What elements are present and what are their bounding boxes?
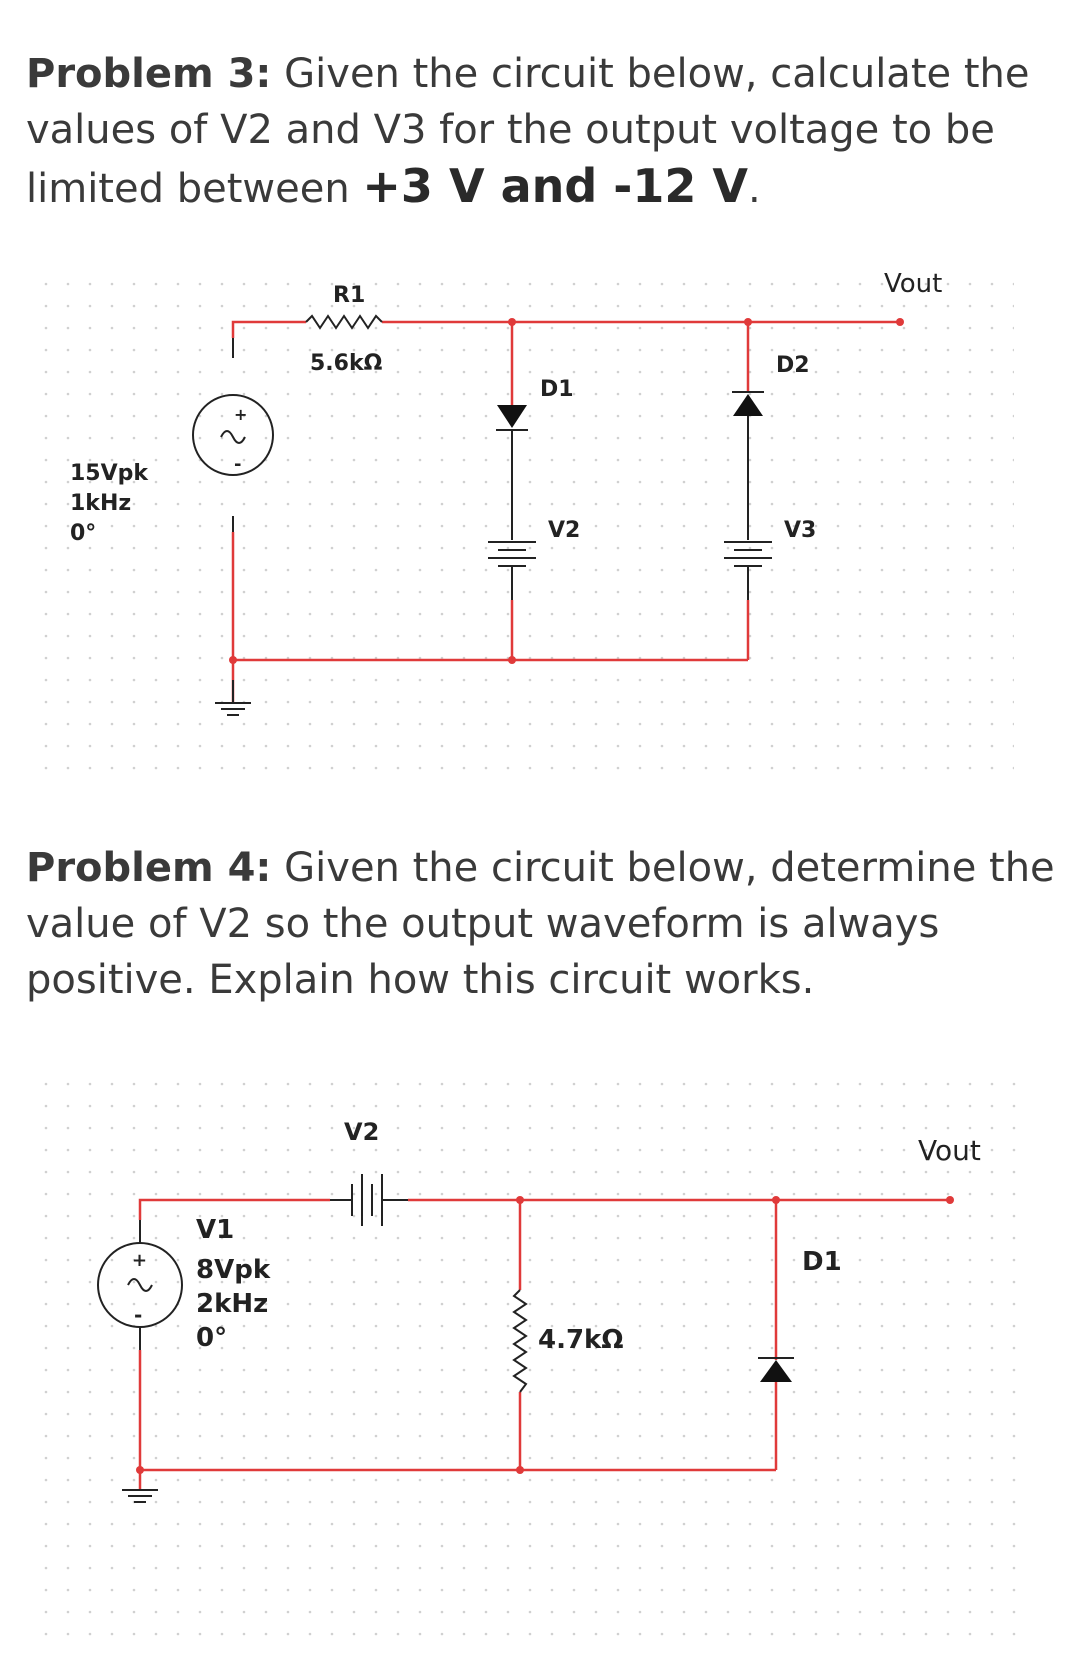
d2-label: D2: [776, 353, 810, 378]
ac-source-icon: [192, 338, 274, 532]
diode-d1-icon: [758, 1357, 794, 1382]
problem-3-body: Given the circuit below, calculate the v…: [26, 51, 1030, 212]
node-dot: [508, 656, 516, 664]
source-plus-sign: +: [234, 405, 247, 424]
problem-4-statement: Problem 4: Given the circuit below, dete…: [26, 840, 1056, 1008]
problem-3-limits: +3 V and -12 V: [362, 159, 749, 213]
d1-label: D1: [802, 1247, 842, 1277]
node-dot: [229, 656, 237, 664]
problem-3-statement: Problem 3: Given the circuit below, calc…: [26, 46, 1056, 217]
source-amplitude: 15Vpk: [70, 461, 149, 486]
node-dot: [136, 1466, 144, 1474]
v2-label: V2: [344, 1118, 379, 1146]
d1-label: D1: [540, 377, 574, 402]
wires: [231, 320, 900, 703]
grid-background: [34, 1068, 1034, 1638]
problem-4-body: Given the circuit below, determine the v…: [26, 845, 1055, 1003]
ground-icon: [122, 1489, 158, 1503]
vout-label: Vout: [884, 269, 942, 299]
node-dot: [516, 1196, 524, 1204]
v1-frequency: 2kHz: [196, 1289, 268, 1319]
vout-terminal: [946, 1196, 954, 1204]
ground-icon: [215, 680, 251, 716]
circuit-diagram-2: V2 + - V1 8Vpk 2kHz 0° 4.7kΩ D1 Vout: [34, 1068, 1034, 1638]
node-dot: [744, 318, 752, 326]
diode-d1-icon: [496, 405, 528, 540]
problem-3-period: .: [748, 166, 761, 212]
node-dot: [516, 1466, 524, 1474]
circuit-diagram-1: R1 5.6kΩ + - 15Vpk 1kHz 0° D1 V2 D2: [34, 268, 1014, 788]
v3-label: V3: [784, 518, 816, 543]
source-minus-sign: -: [234, 454, 241, 475]
problem-3-label: Problem 3:: [26, 51, 272, 97]
r1-value: 5.6kΩ: [310, 351, 383, 376]
vout-terminal: [896, 318, 904, 326]
battery-v2-icon: [330, 1174, 408, 1226]
node-dot: [508, 318, 516, 326]
vout-label: Vout: [918, 1134, 981, 1167]
v2-label: V2: [548, 518, 580, 543]
source-minus-sign: -: [134, 1303, 142, 1327]
resistor-4k7: [512, 1289, 528, 1393]
diode-d2-icon: [732, 391, 764, 540]
source-phase: 0°: [70, 521, 96, 546]
grid-background: [34, 268, 1014, 788]
ac-source-icon: [97, 1220, 183, 1350]
v1-label: V1: [196, 1215, 234, 1245]
battery-v2-icon: [488, 541, 536, 600]
source-plus-sign: +: [132, 1250, 147, 1271]
resistor-r1: [305, 314, 383, 330]
r1-label: R1: [333, 283, 365, 308]
source-frequency: 1kHz: [70, 491, 131, 516]
v1-amplitude: 8Vpk: [196, 1255, 271, 1285]
node-dot: [772, 1196, 780, 1204]
problem-4-label: Problem 4:: [26, 845, 272, 891]
battery-v3-icon: [724, 541, 772, 600]
v1-phase: 0°: [196, 1323, 227, 1353]
resistor-value: 4.7kΩ: [538, 1325, 623, 1355]
